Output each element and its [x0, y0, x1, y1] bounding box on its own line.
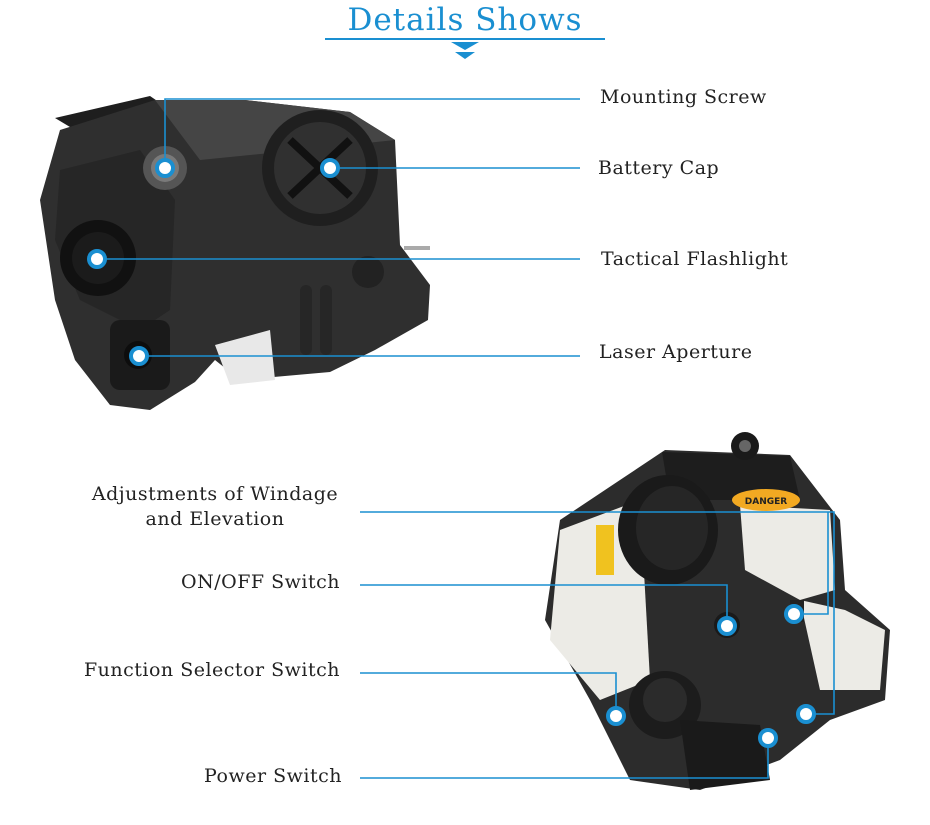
- danger-label: DANGER: [745, 497, 788, 507]
- label-laser-aperture: Laser Aperture: [599, 341, 753, 363]
- chevron-down-icon: [451, 42, 479, 59]
- label-mounting-screw: Mounting Screw: [600, 86, 767, 108]
- bottom-device-image: DANGER: [545, 432, 890, 790]
- top-callout-dots: [87, 158, 340, 366]
- label-power-switch: Power Switch: [204, 765, 342, 787]
- top-callout-lines: [97, 98, 580, 357]
- title-underline: [325, 38, 605, 40]
- label-windage-line1: Adjustments of Windage: [91, 483, 339, 505]
- bottom-callout-lines: [360, 511, 835, 779]
- label-battery-cap: Battery Cap: [598, 157, 720, 179]
- label-function-selector: Function Selector Switch: [83, 659, 340, 681]
- page-title: Details Shows: [347, 2, 583, 38]
- bottom-callout-dots: [606, 604, 816, 748]
- label-on-off-switch: ON/OFF Switch: [181, 571, 340, 593]
- top-device-image: [40, 96, 430, 410]
- label-windage-elevation: Adjustments of Windage and Elevation: [70, 482, 360, 532]
- label-windage-line2: and Elevation: [145, 508, 285, 530]
- label-tactical-flashlight: Tactical Flashlight: [601, 248, 789, 270]
